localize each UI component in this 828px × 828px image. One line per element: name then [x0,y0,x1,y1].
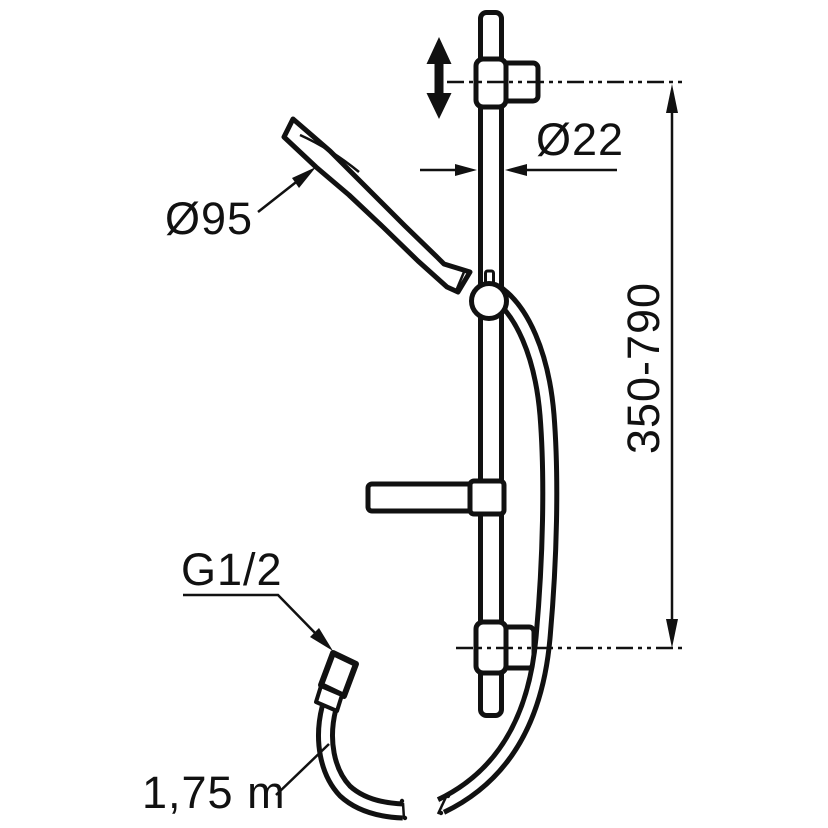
dim-arrow-left-icon [505,164,527,176]
dim-arrow-up-icon [666,84,678,113]
hose-length-callout: 1,75 m [142,743,330,818]
head-diameter-label: Ø95 [165,193,253,244]
leader-line [275,743,330,796]
soap-dish-shelf [365,478,507,517]
shower-face-edge-line [299,133,360,173]
handle-end-line [454,271,466,292]
hose-break-dot [445,793,451,799]
hose-break-dot [402,815,408,821]
hose-connector-g12 [318,650,359,699]
hose-lower-outer [316,705,404,821]
hose-upper-break-line [436,796,448,815]
hose-connector-collar [314,684,344,713]
hose-break-dot [399,798,405,804]
hose-break-dot [438,810,444,816]
leader-arrow-icon [292,167,316,188]
hose-length-label: 1,75 m [142,767,286,818]
bar-diameter-label: Ø22 [536,114,624,165]
soap-dish-tray [365,481,475,514]
leader-arrow-icon [310,628,333,651]
thread-size-label: G1/2 [181,544,283,595]
hand-shower-outline [281,116,473,295]
height-adjust-arrow-icon [426,37,452,119]
thread-size-callout: G1/2 [181,544,333,651]
hose-upper-inner [439,287,555,811]
shower-hose-upper [436,283,560,816]
soap-dish-mount [467,478,507,517]
head-diameter-callout: Ø95 [165,167,316,244]
bar-diameter-dimension: Ø22 [420,114,624,176]
hand-shower-head [281,116,473,295]
shower-rail-bar [478,10,504,718]
height-range-label: 350-790 [618,282,669,454]
glider-joint [469,281,509,321]
leader-line [183,593,319,637]
shower-hose-lower [314,650,408,821]
dim-arrow-down-icon [666,619,678,648]
leader-line [257,178,301,213]
hose-lower-inner [321,706,404,816]
dim-arrow-right-icon [455,164,477,176]
height-dimension: 350-790 [618,84,678,648]
